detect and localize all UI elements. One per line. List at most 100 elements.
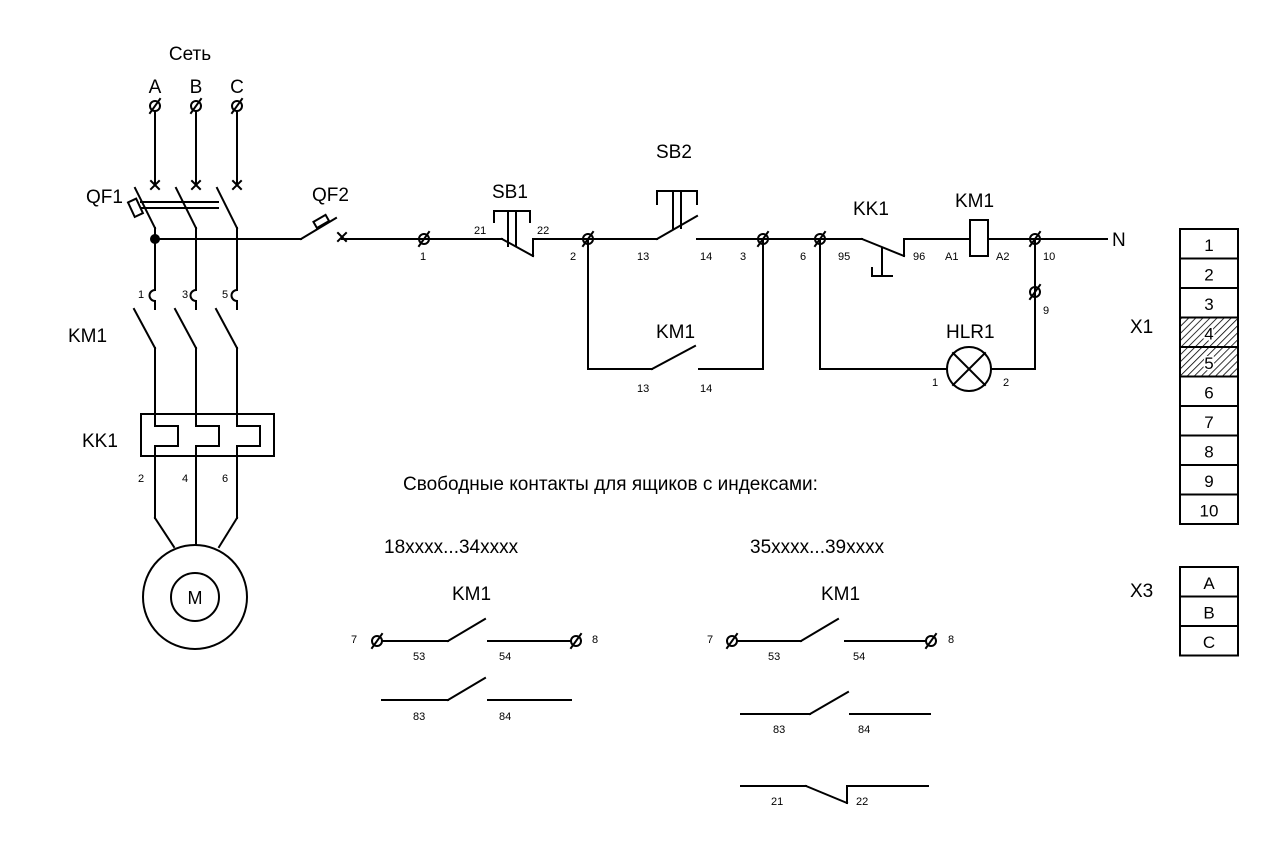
x1-cell-label: 9: [1204, 472, 1213, 491]
kk1-term-4: 4: [182, 473, 188, 485]
right-terminal-7: 7: [707, 634, 713, 646]
node-3-label: 3: [740, 251, 746, 263]
qf1-label: QF1: [86, 187, 123, 208]
x1-cell-4: 4: [1179, 316, 1239, 348]
sb2-pin-13: 13: [637, 251, 649, 263]
qf2-breaker: [299, 213, 348, 243]
km1-term-1: 1: [138, 289, 144, 301]
right-pin-83: 83: [773, 724, 785, 736]
node-10-label: 10: [1043, 251, 1055, 263]
qf2-label: QF2: [312, 185, 349, 206]
kk1-pin-95: 95: [838, 251, 850, 263]
sb1-pin-22: 22: [537, 225, 549, 237]
x1-cell-3: 3: [1179, 287, 1239, 319]
x3-cell-B: B: [1179, 595, 1239, 627]
x3-cell-label: C: [1203, 633, 1215, 652]
right-pin-54: 54: [853, 651, 865, 663]
node-1-label: 1: [420, 251, 426, 263]
coil-pin-a1: A1: [945, 251, 958, 263]
sb1-stop-button: [493, 210, 535, 258]
motor-label: M: [188, 588, 203, 608]
x1-cell-1: 1: [1179, 228, 1239, 260]
lamp-pin-2: 2: [1003, 377, 1009, 389]
neutral-label: N: [1112, 230, 1126, 251]
kk1-term-6: 6: [222, 473, 228, 485]
x1-cell-9: 9: [1179, 464, 1239, 496]
x1-cell-2: 2: [1179, 257, 1239, 289]
x1-label: X1: [1130, 317, 1153, 338]
free-contacts-section: Свободные контакты для ящиков с индексам…: [351, 474, 954, 808]
kk1-term-2: 2: [138, 473, 144, 485]
kk1-pin-96: 96: [913, 251, 925, 263]
x1-cell-label: 2: [1204, 266, 1213, 285]
right-terminal-8-symbol: [924, 632, 938, 650]
x1-cell-label: 3: [1204, 295, 1213, 314]
km1-hold-pin-13: 13: [637, 383, 649, 395]
kk1-nc-contact: [860, 237, 906, 277]
km1-coil: [969, 219, 989, 257]
sb2-pin-14: 14: [700, 251, 712, 263]
right-terminal-7-symbol: [725, 632, 739, 650]
phase-a-label: A: [149, 77, 162, 98]
x3-terminal-block: ABC: [1179, 566, 1239, 657]
left-pin-54: 54: [499, 651, 511, 663]
x1-cell-label: 4: [1204, 325, 1213, 344]
x3-cell-label: A: [1203, 574, 1215, 593]
sb2-start-button: [655, 190, 699, 241]
x1-cell-6: 6: [1179, 375, 1239, 407]
free-contacts-title: Свободные контакты для ящиков с индексам…: [403, 474, 818, 495]
x1-cell-8: 8: [1179, 434, 1239, 466]
x3-cell-C: C: [1179, 625, 1239, 657]
x1-cell-label: 10: [1200, 502, 1219, 521]
x1-cell-label: 7: [1204, 413, 1213, 432]
right-range-label: 35xxxx...39xxxx: [750, 537, 885, 558]
x1-terminal-block: 1 2 3 4 5 6 7 8 9 10: [1179, 228, 1239, 525]
x1-cell-7: 7: [1179, 405, 1239, 437]
left-range-label: 18xxxx...34xxxx: [384, 537, 519, 558]
motor-symbol: M: [142, 544, 248, 650]
node-2-label: 2: [570, 251, 576, 263]
network-title: Сеть: [169, 44, 211, 65]
kk1-contact-label: KK1: [853, 199, 889, 220]
left-km1-label: KM1: [452, 584, 491, 605]
terminal-node-1: [417, 230, 431, 248]
x1-cell-label: 5: [1204, 354, 1213, 373]
right-pin-84: 84: [858, 724, 870, 736]
right-km1-label: KM1: [821, 584, 860, 605]
km1-term-3: 3: [182, 289, 188, 301]
x1-cell-10: 10: [1179, 493, 1239, 525]
x1-cell-label: 1: [1204, 236, 1213, 255]
node-6-label: 6: [800, 251, 806, 263]
km1-term-5: 5: [222, 289, 228, 301]
left-terminal-7: 7: [351, 634, 357, 646]
kk1-power-label: KK1: [82, 431, 118, 452]
x3-cell-A: A: [1179, 566, 1239, 598]
power-circuit: Сеть A B C QF1 1 3 5: [68, 44, 275, 650]
right-pin-21: 21: [771, 796, 783, 808]
km1-coil-label: KM1: [955, 191, 994, 212]
left-terminal-7-symbol: [370, 632, 384, 650]
phase-c-label: C: [230, 77, 244, 98]
phase-b-label: B: [190, 77, 203, 98]
control-circuit: QF2 1 SB1 21 22 2 SB2 13 14: [154, 142, 1126, 395]
x1-cell-label: 6: [1204, 384, 1213, 403]
left-pin-84: 84: [499, 711, 511, 723]
lamp-pin-1: 1: [932, 377, 938, 389]
km1-hold-label: KM1: [656, 322, 695, 343]
x1-cell-5: 5: [1179, 346, 1239, 378]
right-pin-22: 22: [856, 796, 868, 808]
x1-cell-label: 8: [1204, 443, 1213, 462]
hlr1-label: HLR1: [946, 322, 995, 343]
right-pin-53: 53: [768, 651, 780, 663]
sb1-label: SB1: [492, 182, 528, 203]
kk1-thermal-relay: [140, 413, 275, 549]
km1-power-contacts: [132, 288, 239, 415]
left-terminal-8: 8: [592, 634, 598, 646]
node-9-label: 9: [1043, 305, 1049, 317]
x3-cell-label: B: [1203, 604, 1214, 623]
km1-hold-pin-14: 14: [700, 383, 712, 395]
hlr1-lamp: [946, 346, 992, 392]
sb1-pin-21: 21: [474, 225, 486, 237]
